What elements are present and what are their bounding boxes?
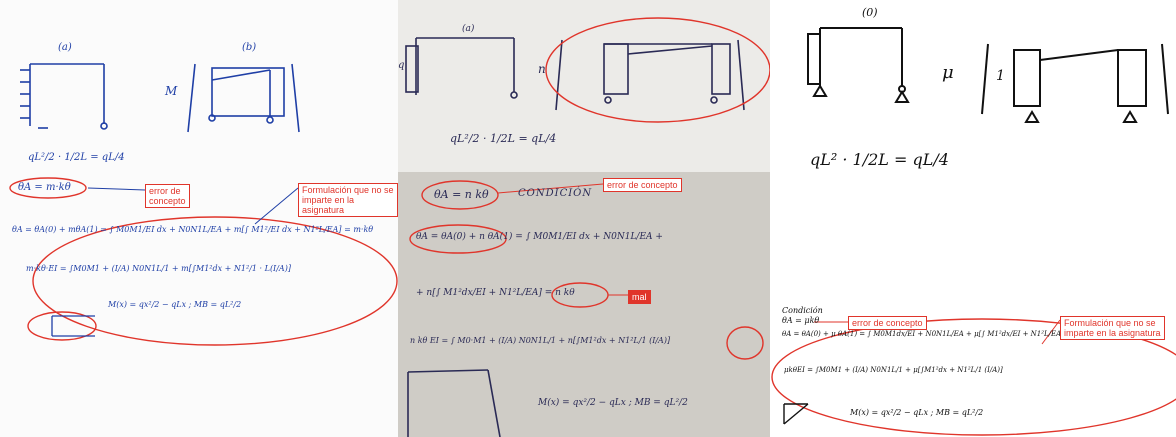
frame-diagram-a <box>20 63 108 130</box>
equation-condicion: CONDICIÓN <box>518 188 593 199</box>
equation-condicion: Condición <box>782 306 823 315</box>
equation-1: qL²/2 · 1/2L = qL/4 <box>450 132 557 145</box>
panel-right-solution: (0) μ 1 qL² · 1/2L = qL/4 Condición θA =… <box>770 0 1176 437</box>
panel-middle-drawing <box>405 17 770 437</box>
equation-6: M(x) = qx²/2 − qLx ; MB = qL²/2 <box>538 398 688 408</box>
panel-left-drawing <box>9 63 398 346</box>
equation-2: θA = μkθ <box>782 316 820 325</box>
equation-5: M(x) = qx²/2 − qLx ; MB = qL²/2 <box>850 408 984 417</box>
annotation-not-taught: Formulación que no se imparte en la asig… <box>298 183 398 217</box>
equation-2: θA = m·kθ <box>18 182 71 193</box>
panel-left-solution: (a) (b) M qL²/2 · 1/2L = qL/4 θA = m·kθ … <box>0 0 398 437</box>
annotation-concept-error: error de concepto <box>848 316 927 330</box>
equation-2: θA = n kθ <box>434 188 489 201</box>
label-case-b: (b) <box>242 42 257 53</box>
label-case-a: (a) <box>462 24 475 34</box>
frame-diagram-a <box>405 37 518 99</box>
label-unit-moment: 1 <box>996 68 1005 84</box>
label-case-a: (0) <box>862 6 878 19</box>
panel-middle-solution: (a) n q qL²/2 · 1/2L = qL/4 θA = n kθ CO… <box>398 0 770 437</box>
frame-diagram-n <box>555 39 745 111</box>
annotation-concept-error: error de concepto <box>145 184 190 208</box>
annotation-concept-error: error de concepto <box>603 178 682 192</box>
annotation-mal: mal <box>628 290 651 304</box>
annotation-not-taught: Formulación que no se imparte en la asig… <box>1060 316 1165 340</box>
equation-1: qL²/2 · 1/2L = qL/4 <box>28 152 125 163</box>
equation-4: m·kθ·EI = ∫M0M1 + (I/A) N0N1L/1 + m[∫M1²… <box>26 264 291 273</box>
equation-1: qL² · 1/2L = qL/4 <box>810 150 949 169</box>
equation-3: θA = θA(0) + mθA(1) = ∫ M0M1/EI dx + N0N… <box>12 225 374 234</box>
label-multiplier: M <box>165 84 178 98</box>
equation-5: n kθ EI = ∫ M0·M1 + (I/A) N0N1L/1 + n[∫M… <box>410 336 671 345</box>
label-case-a: (a) <box>58 42 72 53</box>
equation-4: μkθEI = ∫M0M1 + (I/A) N0N1L/1 + μ[∫M1²dx… <box>784 366 1003 374</box>
label-load: q <box>398 60 405 71</box>
frame-diagram-a <box>807 27 910 103</box>
frame-diagram-mu <box>981 43 1169 123</box>
equation-4: + n[∫ M1²dx/EI + N1²L/EA] = n kθ <box>416 288 575 298</box>
equation-3: θA = θA(0) + μ θA(1) = ∫ M0M1dx/EI + N0N… <box>782 330 1088 338</box>
panel-right-drawing <box>771 27 1176 436</box>
label-multiplier: μ <box>942 62 954 83</box>
label-multiplier: n <box>538 62 546 76</box>
equation-5: M(x) = qx²/2 − qLx ; MB = qL²/2 <box>108 300 242 309</box>
equation-3: θA = θA(0) + n θA(1) = ∫ M0M1/EI dx + N0… <box>416 232 663 242</box>
frame-diagram-b <box>187 63 300 133</box>
